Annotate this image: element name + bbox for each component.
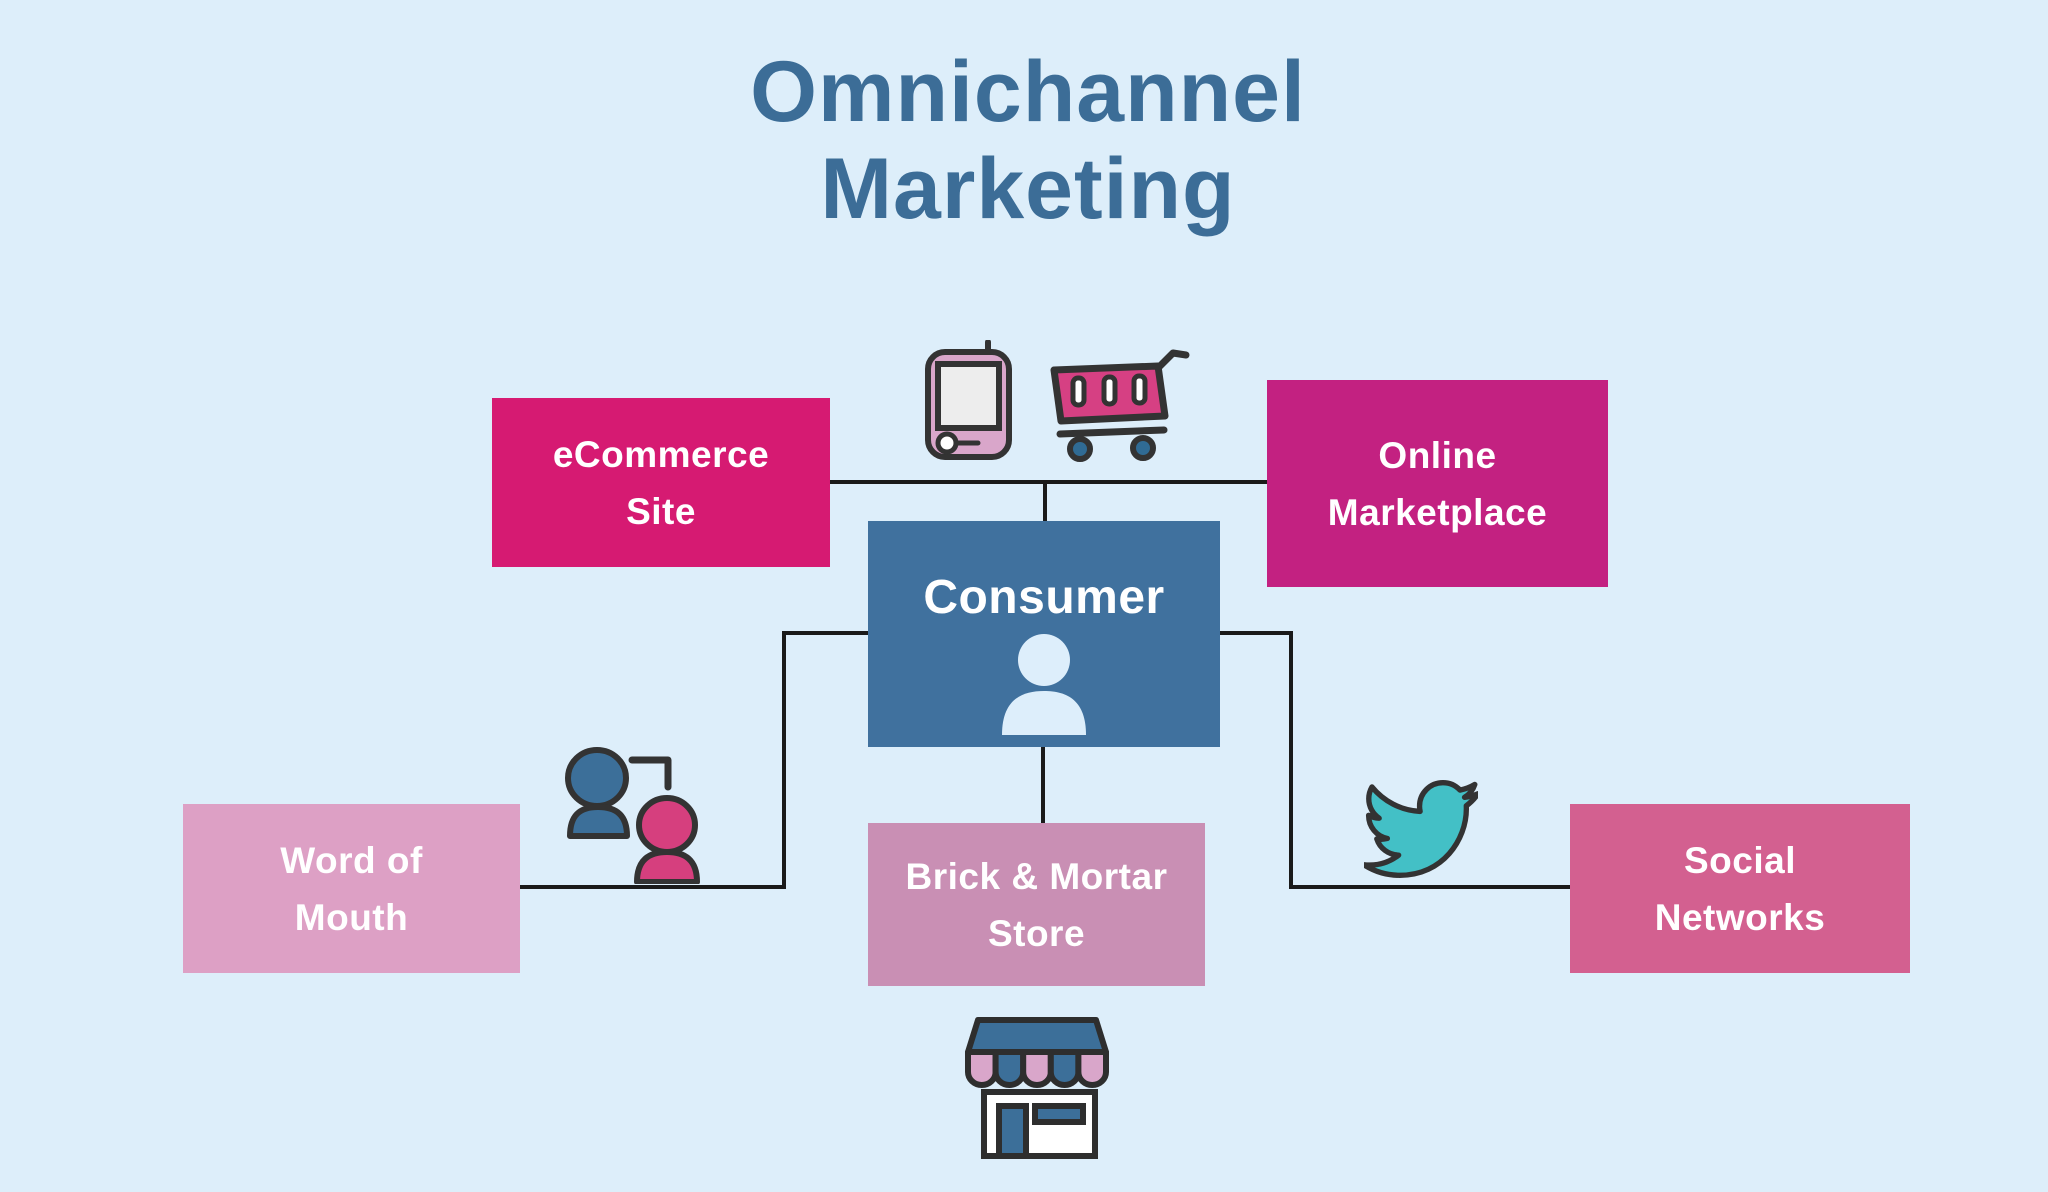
connector-top-vertical: [1043, 482, 1047, 523]
node-label: Brick & Mortar Store: [905, 855, 1168, 954]
mobile-phone-icon: [925, 340, 1012, 460]
node-ecommerce-site: eCommerce Site: [492, 398, 830, 567]
connector-consumer-store-vertical: [1041, 746, 1045, 825]
connector-right-vertical: [1289, 631, 1293, 889]
page-title: Omnichannel Marketing: [750, 44, 1306, 237]
person-icon: [1002, 634, 1086, 735]
node-online-marketplace: Online Marketplace: [1267, 380, 1608, 587]
node-label: Social Networks: [1654, 839, 1826, 938]
connector-left-vertical: [782, 631, 786, 889]
storefront-icon: [965, 1017, 1109, 1159]
node-label: Word of Mouth: [280, 839, 423, 938]
node-consumer: Consumer: [868, 521, 1220, 747]
node-social-networks: Social Networks: [1570, 804, 1910, 973]
twitter-bird-icon: [1364, 780, 1478, 878]
connector-top-horizontal: [830, 480, 1267, 484]
connector-social-networks-horizontal: [1291, 885, 1572, 889]
shopping-cart-icon: [1050, 349, 1190, 462]
connector-right-mid-horizontal: [1220, 631, 1291, 635]
node-label: eCommerce Site: [552, 433, 770, 532]
node-word-of-mouth: Word of Mouth: [183, 804, 520, 973]
node-brick-and-mortar-store: Brick & Mortar Store: [868, 823, 1205, 986]
people-conversation-icon: [565, 747, 700, 884]
connector-left-mid-horizontal: [784, 631, 868, 635]
connector-word-of-mouth-horizontal: [518, 885, 784, 889]
node-label: Consumer: [923, 571, 1165, 624]
node-label: Online Marketplace: [1327, 434, 1548, 533]
